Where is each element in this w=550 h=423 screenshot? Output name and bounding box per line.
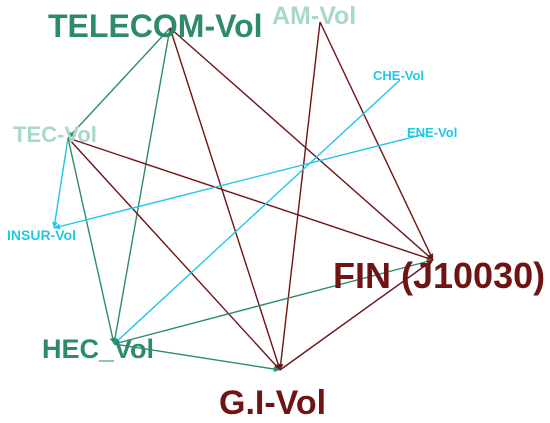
edge-layer bbox=[51, 21, 434, 373]
edge-telecom-fin bbox=[169, 27, 434, 261]
edge-arrowhead-ene-insur bbox=[54, 223, 61, 230]
edge-arrowhead-tec-gi bbox=[273, 363, 280, 370]
edge-hec-fin bbox=[113, 259, 434, 345]
edge-arrowhead-gi-fin bbox=[426, 260, 433, 266]
node-label-fin: FIN (J10030) bbox=[333, 255, 545, 296]
edge-tec-insur bbox=[53, 137, 69, 229]
edge-am-gi bbox=[279, 21, 321, 371]
edge-arrowhead-tec-hec bbox=[109, 337, 116, 344]
edge-arrowhead-am-fin bbox=[427, 253, 434, 260]
edge-arrowhead-telecom-tec bbox=[68, 131, 75, 138]
node-label-gi: G.I-Vol bbox=[219, 384, 326, 422]
label-layer: TELECOM-Vol AM-Vol CHE-Vol TEC-Vol ENE-V… bbox=[7, 2, 545, 422]
node-label-am: AM-Vol bbox=[272, 2, 356, 30]
edge-tec-fin bbox=[67, 137, 434, 261]
node-label-tec: TEC-Vol bbox=[13, 122, 97, 147]
node-label-telecom: TELECOM-Vol bbox=[48, 8, 263, 44]
edge-tec-gi bbox=[67, 137, 281, 371]
edge-hec-gi bbox=[113, 343, 281, 371]
edge-arrowhead-am-gi bbox=[277, 363, 284, 370]
edge-telecom-hec bbox=[113, 27, 171, 345]
edge-am-fin bbox=[319, 21, 434, 261]
edge-tec-hec bbox=[67, 137, 115, 345]
edge-gi-fin bbox=[279, 259, 434, 371]
edge-arrowhead-tec-insur bbox=[51, 221, 58, 228]
edge-arrowhead-hec-gi bbox=[273, 366, 280, 373]
node-label-hec: HEC_Vol bbox=[42, 334, 154, 364]
edge-telecom-gi bbox=[169, 27, 281, 371]
edge-telecom-tec bbox=[67, 27, 171, 139]
edge-ene-insur bbox=[53, 133, 426, 229]
node-label-che: CHE-Vol bbox=[373, 68, 424, 83]
node-label-insur: INSUR-Vol bbox=[7, 227, 76, 243]
edge-che-hec bbox=[113, 79, 401, 345]
node-label-ene: ENE-Vol bbox=[407, 125, 457, 140]
